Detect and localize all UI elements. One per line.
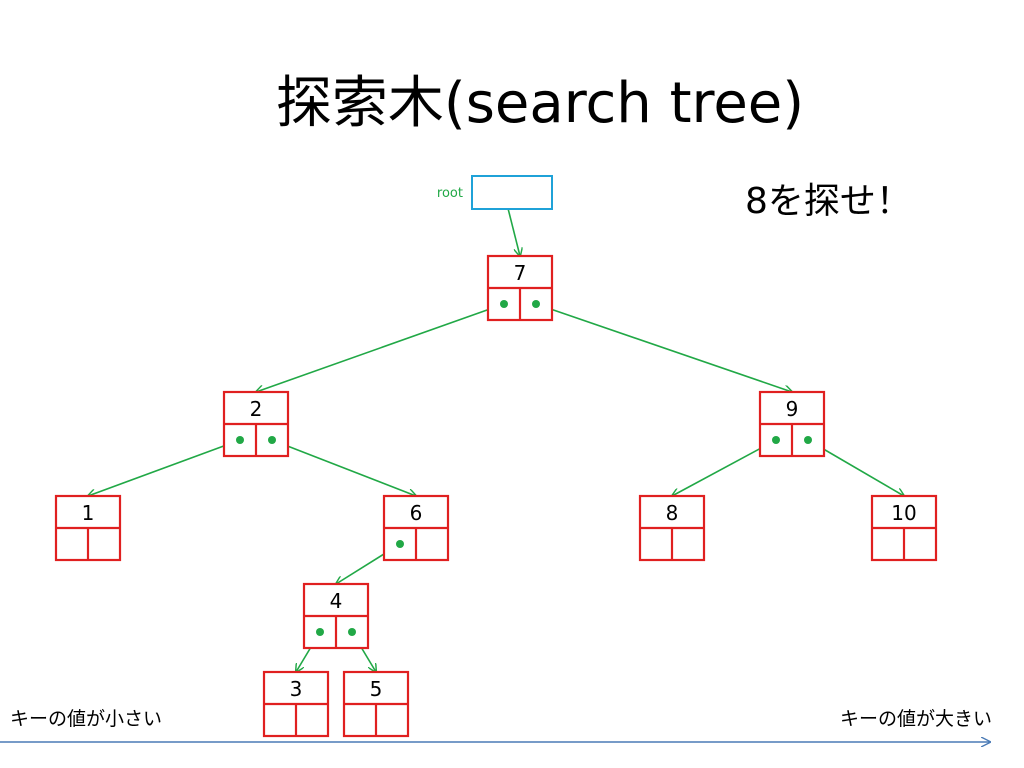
axis-right-label: キーの値が大きい (839, 708, 992, 730)
node-key-label: 7 (514, 261, 527, 285)
tree-node-4: 4 (302, 582, 370, 650)
search-target-callout: 8を探せ！ (745, 181, 912, 222)
slide-title: 探索木(search tree) (275, 71, 805, 136)
tree-node-2: 2 (222, 390, 290, 458)
pointer-dot (772, 436, 780, 444)
root-label: root (437, 186, 463, 201)
tree-node-8: 8 (638, 494, 706, 562)
pointer-arrow-n7-n9 (535, 303, 792, 392)
node-key-label: 5 (370, 677, 383, 701)
root-box (471, 175, 553, 210)
pointer-arrow-n9-n8 (672, 439, 777, 496)
node-key-label: 8 (666, 501, 679, 525)
tree-node-10: 10 (870, 494, 938, 562)
node-key-label: 3 (290, 677, 303, 701)
pointer-arrow-n2-n6 (271, 439, 416, 496)
pointer-dot (348, 628, 356, 636)
pointer-dot (532, 300, 540, 308)
tree-node-7: 7 (486, 254, 554, 322)
tree-node-6: 6 (382, 494, 450, 562)
node-key-label: 1 (82, 501, 95, 525)
pointer-dot (500, 300, 508, 308)
pointer-arrow-n7-n2 (256, 303, 505, 392)
tree-node-5: 5 (342, 670, 410, 738)
tree-node-9: 9 (758, 390, 826, 458)
pointer-arrow-n2-n1 (88, 439, 241, 496)
root-pointer-group: root (437, 175, 553, 210)
node-key-label: 2 (250, 397, 263, 421)
tree-node-3: 3 (262, 670, 330, 738)
pointer-dot (804, 436, 812, 444)
node-key-label: 10 (891, 501, 916, 525)
axis-left-label: キーの値が小さい (10, 708, 163, 730)
node-key-label: 6 (410, 501, 423, 525)
pointer-dot (236, 436, 244, 444)
pointer-dot (268, 436, 276, 444)
tree-node-1: 1 (54, 494, 122, 562)
pointer-dot (396, 540, 404, 548)
pointer-dot (316, 628, 324, 636)
node-key-label: 4 (330, 589, 343, 613)
node-key-label: 9 (786, 397, 799, 421)
